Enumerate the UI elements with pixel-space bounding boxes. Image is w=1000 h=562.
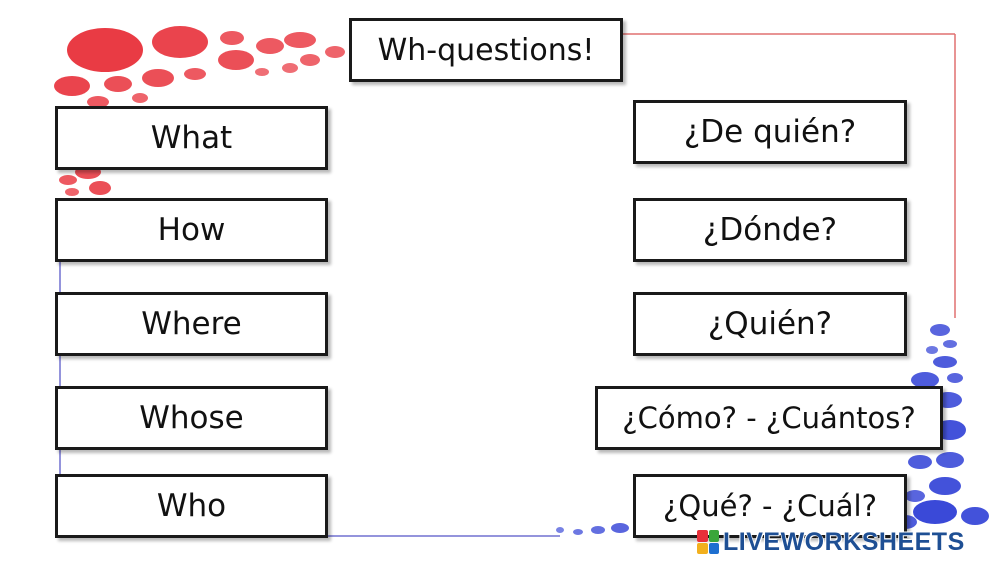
english-word-card[interactable]: How xyxy=(55,198,328,262)
english-word-card[interactable]: Where xyxy=(55,292,328,356)
spanish-word-card[interactable]: ¿Cómo? - ¿Cuántos? xyxy=(595,386,943,450)
spanish-word-card[interactable]: ¿De quién? xyxy=(633,100,907,164)
english-word-card[interactable]: What xyxy=(55,106,328,170)
liveworksheets-logo-icon xyxy=(697,530,719,554)
worksheet-title: Wh-questions! xyxy=(349,18,623,82)
red-bubbles xyxy=(54,26,345,206)
liveworksheets-branding[interactable]: LIVEWORKSHEETS xyxy=(697,527,965,557)
branding-text: LIVEWORKSHEETS xyxy=(723,527,965,556)
spanish-word-card[interactable]: ¿Qué? - ¿Cuál? xyxy=(633,474,907,538)
english-word-card[interactable]: Who xyxy=(55,474,328,538)
blue-bubbles xyxy=(556,324,989,538)
english-word-card[interactable]: Whose xyxy=(55,386,328,450)
spanish-word-card[interactable]: ¿Dónde? xyxy=(633,198,907,262)
spanish-word-card[interactable]: ¿Quién? xyxy=(633,292,907,356)
